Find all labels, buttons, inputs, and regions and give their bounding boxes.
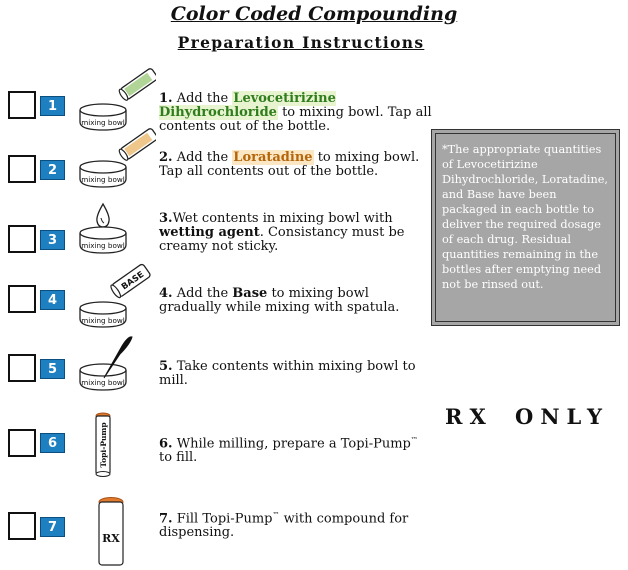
step-4-checkbox[interactable] [8,285,36,313]
rx-only-label: RX ONLY [445,404,609,429]
step-2-badge: 2 [40,160,65,180]
mixing-bowl-with-droplet-icon: mixing bowl [79,202,127,254]
mixing-bowl-label: mixing bowl [81,241,125,250]
page-subtitle: Preparation Instructions [177,33,425,52]
step-3-text: 3.Wet contents in mixing bowl with wetti… [159,211,405,254]
topi-pump-label: Topi-Pump [99,422,108,467]
step-5-text: 5. Take contents within mixing bowl to m… [159,359,416,388]
step-5-badge: 5 [40,359,65,379]
step-7-badge: 7 [40,517,65,537]
step-5-prefix: 5. [159,359,173,374]
step-1-text: 1. Add the Levocetirizine Dihydrochlorid… [159,91,432,134]
step-2-prefix: 2. [159,150,173,165]
loratadine-highlight: Loratadine [232,150,314,165]
mixing-bowl-with-spatula-icon: mixing bowl [79,336,133,391]
note-box: *The appropriate quantities of Levocetir… [431,129,620,326]
step-2-text: 2. Add the Loratadine to mixing bowl. Ta… [159,150,420,179]
step-7-checkbox[interactable] [8,512,36,540]
mixing-bowl-label: mixing bowl [81,175,125,184]
mixing-bowl-label: mixing bowl [81,316,125,325]
step-2-checkbox[interactable] [8,155,36,183]
step-6-prefix: 6. [159,436,173,452]
step-7-prefix: 7. [159,511,173,527]
mixing-bowl-with-base-bottle-icon: BASE mixing bowl [79,263,151,328]
page-title: Color Coded Compounding [170,3,458,25]
step-4-prefix: 4. [159,286,173,301]
step-7-text: 7. Fill Topi-Pump™ with compound for dis… [159,511,409,541]
step-3-badge: 3 [40,230,65,250]
mixing-bowl-with-bottle-green-icon: mixing bowl [79,68,156,131]
step-4-badge: 4 [40,290,65,310]
step-1-badge: 1 [40,96,65,116]
step-1-checkbox[interactable] [8,91,36,119]
step-3-prefix: 3. [159,211,173,226]
mixing-bowl-label: mixing bowl [81,378,125,387]
base-emphasis: Base [232,286,268,301]
step-6-badge: 6 [40,433,65,453]
mixing-bowl-with-bottle-orange-icon: mixing bowl [79,128,156,188]
step-5-checkbox[interactable] [8,354,36,382]
step-1-prefix: 1. [159,91,173,106]
step-3-checkbox[interactable] [8,225,36,253]
mixing-bowl-label: mixing bowl [81,118,125,127]
step-6-checkbox[interactable] [8,429,36,457]
topi-pump-icon: Topi-Pump [95,412,111,477]
wetting-agent-emphasis: wetting agent [159,225,260,240]
rx-pump-bottle-icon: RX [98,497,124,566]
step-4-text: 4. Add the Base to mixing bowl gradually… [159,286,400,315]
step-6-text: 6. While milling, prepare a Topi-Pump™ t… [159,436,418,466]
rx-bottle-label: RX [102,532,120,545]
note-text: *The appropriate quantities of Levocetir… [435,133,616,322]
